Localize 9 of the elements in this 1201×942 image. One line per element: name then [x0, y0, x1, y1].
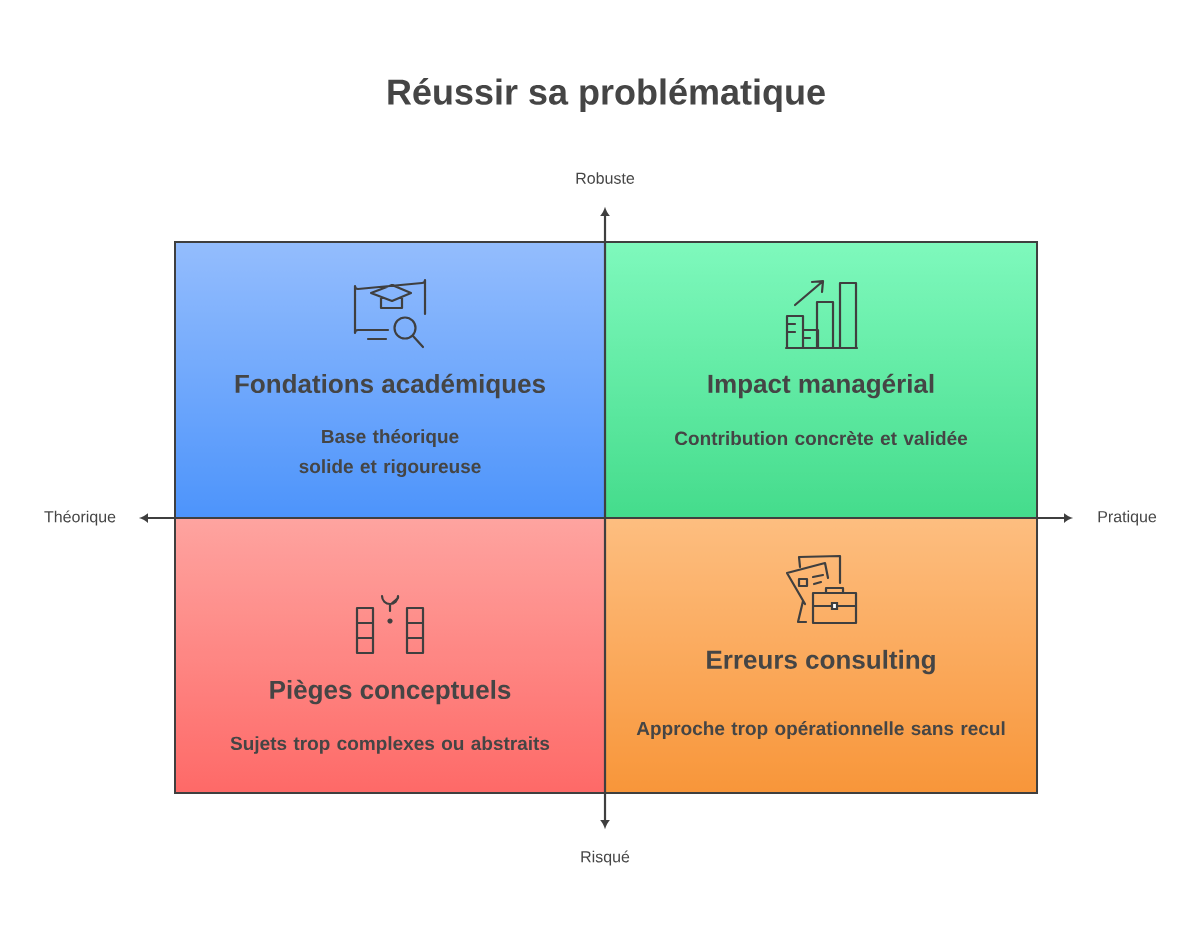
quadrant-box: Fondations académiques Base théorique solide et rigoureuse: [174, 241, 606, 519]
axis-label: Pratique: [1098, 510, 1157, 526]
axis-label: Théorique: [44, 510, 116, 526]
axis-label: Risqué: [581, 850, 630, 866]
title: Réussir sa problématique: [388, 78, 825, 112]
axis-label: Robuste: [576, 172, 635, 184]
quadrant-box: Impact managérial Contribution concrète et validée: [604, 241, 1038, 519]
quadrant-box: Pièges conceptuels Sujets trop complexes ou abstraits: [174, 517, 606, 794]
quadrant-box: Erreurs consulting Approche trop opérationnelle sans recul: [604, 517, 1038, 794]
